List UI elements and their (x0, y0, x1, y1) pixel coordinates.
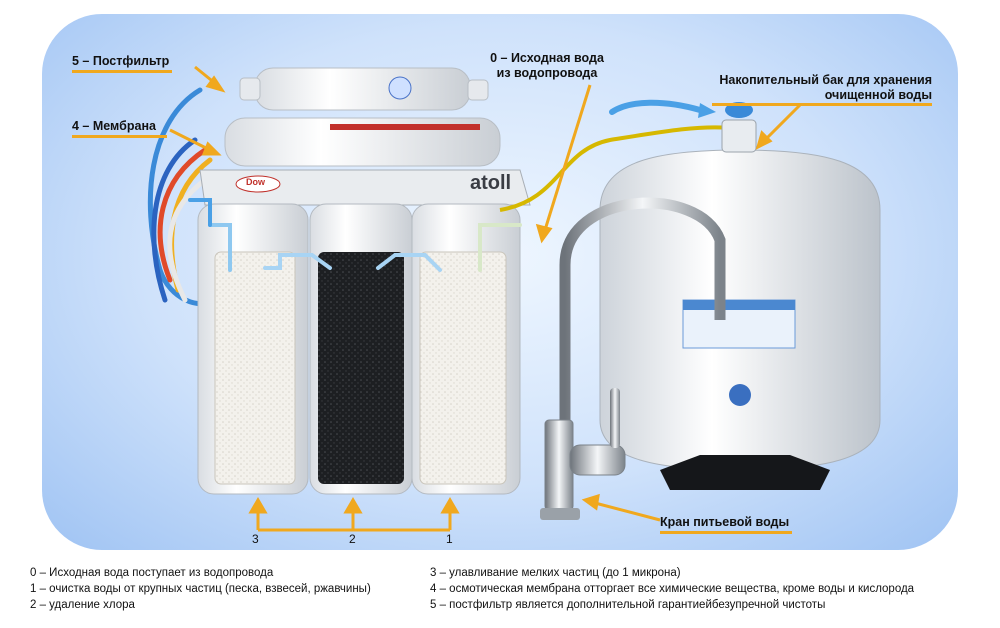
membrane-label: 4 – Мембрана (72, 119, 156, 133)
filter-housing-2 (309, 203, 413, 495)
tank-line2: очищенной воды (824, 88, 932, 102)
legend-item-5: 5 – постфильтр является дополнительной г… (430, 599, 826, 611)
yellow-tube (499, 125, 731, 212)
postfilter-underline (72, 70, 172, 73)
source-water-line2: из водопровода (496, 66, 598, 80)
faucet-label: Кран питьевой воды (660, 515, 790, 529)
source-water-line1: 0 – Исходная вода (490, 51, 604, 65)
legend-item-3: 3 – улавливание мелких частиц (до 1 микр… (430, 567, 681, 579)
mounting-bracket (199, 169, 531, 206)
legend-right: 3 – улавливание мелких частиц (до 1 микр… (430, 565, 914, 613)
faucet-underline (660, 531, 792, 534)
storage-tank (599, 102, 881, 490)
membrane-housing (224, 117, 501, 167)
legend-item-0: 0 – Исходная вода поступает из водопрово… (30, 567, 274, 579)
filter-number-2: 2 (349, 532, 356, 546)
legend-left: 0 – Исходная вода поступает из водопрово… (30, 565, 371, 613)
tank-line1: Накопительный бак для хранения (719, 73, 932, 87)
dow-logo: Dow (246, 177, 265, 187)
membrane-underline (72, 135, 167, 138)
legend-item-1: 1 – очистка воды от крупных частиц (песк… (30, 583, 371, 595)
postfilter-cartridge (239, 67, 489, 111)
tank-label: Накопительный бак для хранения очищенной… (712, 73, 932, 103)
legend-item-4: 4 – осмотическая мембрана отторгает все … (430, 583, 915, 595)
filter-number-1: 1 (446, 532, 453, 546)
tank-underline (712, 103, 932, 106)
source-water-label: 0 – Исходная вода из водопровода (488, 51, 606, 81)
filter-housing-1 (411, 203, 521, 495)
legend-item-2: 2 – удаление хлора (30, 599, 135, 611)
filter-housing-3 (197, 203, 309, 495)
postfilter-label: 5 – Постфильтр (72, 54, 170, 68)
faucet (540, 197, 726, 520)
tubing-bundle (147, 87, 218, 307)
water-flow-arrows (188, 99, 716, 272)
label-pointer-arrows (169, 65, 802, 532)
filter-number-3: 3 (252, 532, 259, 546)
atoll-logo: atoll (470, 172, 512, 194)
